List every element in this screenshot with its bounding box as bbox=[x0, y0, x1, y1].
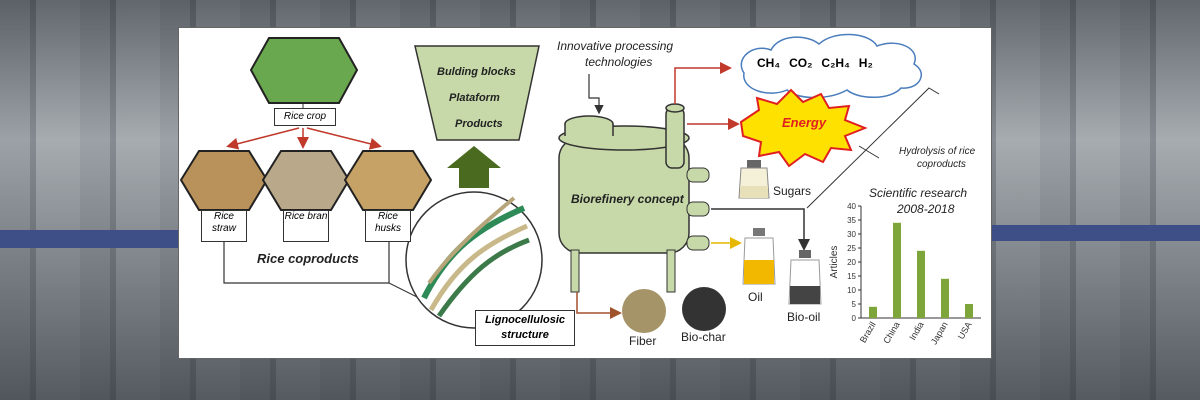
hydrolysis-bracket bbox=[806, 87, 940, 209]
chart-y-tick-label: 30 bbox=[847, 230, 856, 239]
crop-to-straw-arrow bbox=[226, 127, 300, 150]
gas-co2: CO₂ bbox=[789, 56, 813, 70]
gas-list: CH₄ CO₂ C₂H₄ H₂ bbox=[757, 56, 873, 70]
biooil-label: Bio-oil bbox=[787, 310, 821, 324]
chart-y-tick-label: 15 bbox=[847, 272, 856, 281]
chart-x-tick-label: India bbox=[907, 320, 925, 342]
chart-x-tick-label: Japan bbox=[929, 320, 950, 346]
biochar-label: Bio-char bbox=[681, 330, 726, 344]
rice-husks-label: Rice husks bbox=[365, 210, 411, 242]
chart-x-tick-label: USA bbox=[956, 320, 974, 341]
lignocellulosic-label: Lignocellulosic structure bbox=[475, 310, 575, 346]
chart-y-tick-label: 5 bbox=[852, 300, 857, 309]
energy-burst bbox=[739, 88, 868, 168]
biooil-arrow bbox=[711, 208, 810, 251]
lignocellulosic-line-1: Lignocellulosic bbox=[484, 314, 566, 326]
rice-straw-label: Rice straw bbox=[201, 210, 247, 242]
crop-to-husks-arrow bbox=[306, 127, 382, 150]
rice-husks-text: Rice husks bbox=[374, 211, 402, 234]
research-title-2: 2008-2018 bbox=[897, 202, 955, 216]
building-block-1: Bulding blocks bbox=[437, 66, 516, 78]
biooil-bottle bbox=[788, 250, 822, 305]
oil-bottle bbox=[742, 228, 776, 285]
sugars-bottle bbox=[738, 160, 770, 199]
innovative-line-2: technologies bbox=[585, 55, 653, 69]
chart-y-tick-label: 35 bbox=[847, 216, 856, 225]
up-arrow bbox=[447, 146, 501, 188]
chart-y-tick-label: 40 bbox=[847, 202, 856, 211]
innovative-line-1: Innovative processing bbox=[557, 39, 674, 53]
rice-bran-text: Rice bran bbox=[284, 211, 328, 222]
lignocellulosic-image bbox=[405, 191, 543, 329]
reactor-port-sugars bbox=[686, 167, 710, 183]
biochar-image bbox=[682, 287, 726, 331]
gas-c2h4: C₂H₄ bbox=[821, 56, 850, 70]
rice-straw-text: Rice straw bbox=[212, 211, 236, 234]
energy-label: Energy bbox=[782, 115, 827, 130]
oil-label: Oil bbox=[748, 290, 763, 304]
chart-y-tick-label: 20 bbox=[847, 258, 856, 267]
chart-x-tick-label: Brazil bbox=[858, 320, 878, 344]
building-block-2: Plataform bbox=[449, 92, 500, 104]
rice-crop-label: Rice crop bbox=[274, 108, 336, 126]
chart-y-tick-label: 0 bbox=[852, 314, 857, 323]
rice-straw-image bbox=[179, 150, 269, 211]
coproducts-bracket bbox=[223, 242, 390, 284]
rice-husks-image bbox=[343, 150, 433, 211]
reactor-chimney bbox=[665, 107, 685, 169]
chart-bar bbox=[965, 304, 973, 318]
chart-y-tick-label: 10 bbox=[847, 286, 856, 295]
lignocellulosic-line-2: structure bbox=[501, 329, 549, 341]
building-blocks-funnel bbox=[414, 45, 540, 141]
fiber-label: Fiber bbox=[629, 334, 657, 348]
hydrolysis-line-2: coproducts bbox=[917, 159, 966, 170]
chart-bar bbox=[893, 222, 901, 318]
building-block-3: Products bbox=[455, 118, 503, 130]
chart-y-tick-label: 25 bbox=[847, 244, 856, 253]
fiber-image bbox=[622, 289, 666, 333]
rice-crop-text: Rice crop bbox=[283, 111, 327, 122]
rice-bran-image bbox=[261, 150, 351, 211]
gas-ch4: CH₄ bbox=[757, 56, 781, 70]
biorefinery-label: Biorefinery concept bbox=[571, 192, 684, 206]
chart-x-tick-label: China bbox=[881, 320, 901, 345]
gas-h2: H₂ bbox=[858, 56, 873, 70]
chart-bar bbox=[869, 306, 877, 318]
reactor-port-biooil bbox=[686, 201, 710, 217]
gas-arrow bbox=[674, 62, 732, 104]
research-title-1: Scientific research bbox=[869, 186, 968, 200]
background-beam bbox=[990, 225, 1200, 241]
hydrolysis-line-1: Hydrolysis of rice bbox=[899, 146, 976, 157]
rice-bran-label: Rice bran bbox=[283, 210, 329, 242]
background-beam bbox=[0, 230, 180, 248]
chart-y-label: Articles bbox=[829, 246, 840, 279]
sugars-label: Sugars bbox=[773, 184, 812, 198]
coproducts-title: Rice coproducts bbox=[257, 251, 359, 266]
rice-crop-image bbox=[249, 37, 359, 104]
chart-bar bbox=[917, 250, 925, 318]
chart-bar bbox=[941, 278, 949, 318]
reactor-port-oil bbox=[686, 235, 710, 251]
fiber-arrow bbox=[576, 292, 622, 319]
